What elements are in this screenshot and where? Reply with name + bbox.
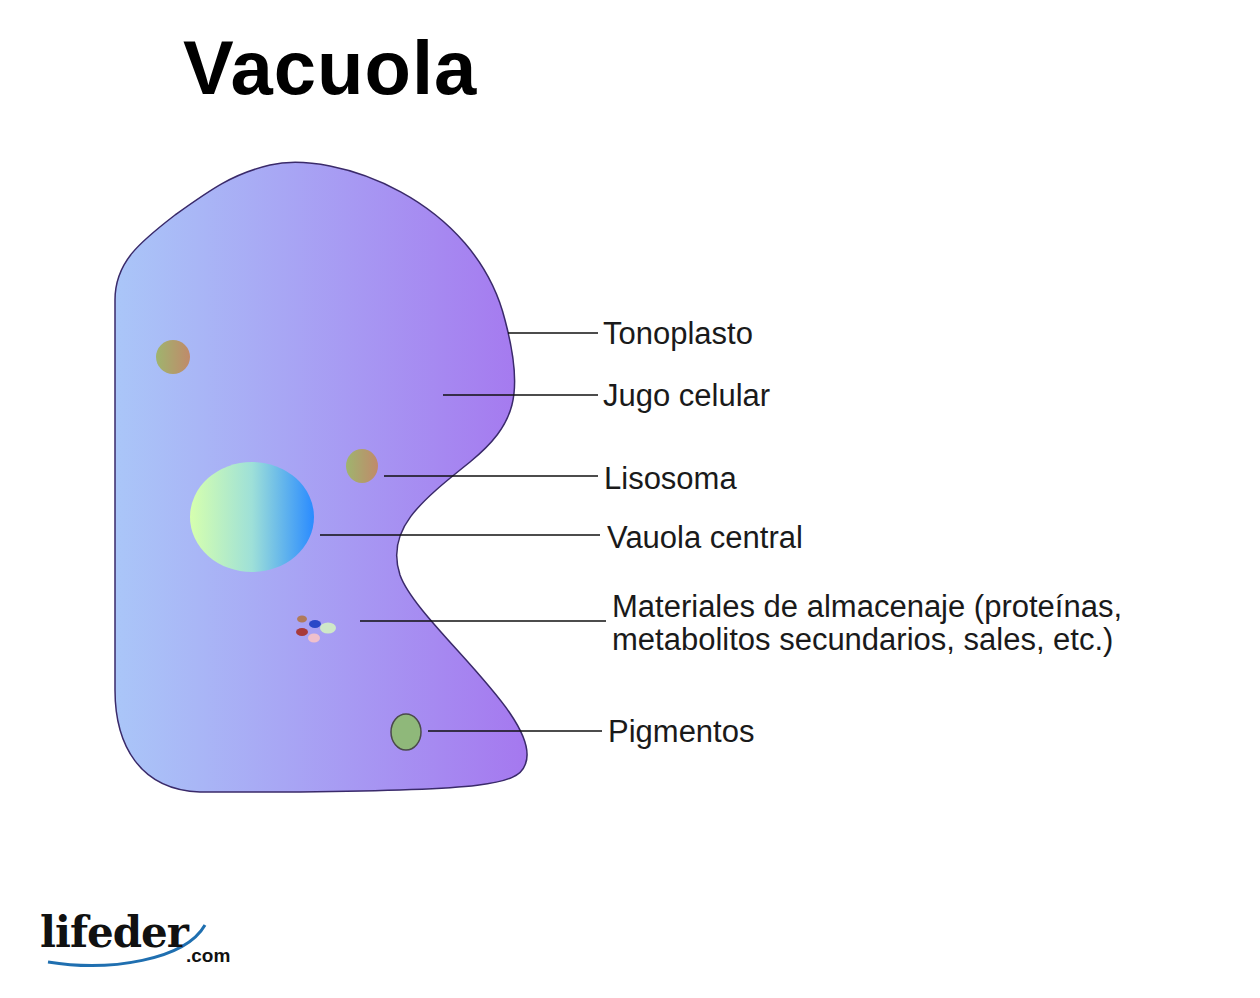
title: Vacuola bbox=[183, 28, 477, 108]
watermark: .com bbox=[186, 946, 230, 966]
watermark: lifeder bbox=[40, 910, 188, 956]
part-label: Vauola central bbox=[607, 521, 803, 554]
part-label: Materiales de almacenaje (proteínas, met… bbox=[612, 590, 1212, 656]
part-label: Jugo celular bbox=[603, 379, 770, 412]
leader-lines bbox=[320, 333, 606, 731]
tonoplast-outline bbox=[115, 162, 527, 792]
pigment bbox=[391, 714, 421, 750]
storage-granules bbox=[296, 616, 336, 643]
lysosome bbox=[346, 449, 378, 483]
central-vacuole bbox=[190, 462, 314, 572]
part-label: Tonoplasto bbox=[603, 317, 753, 350]
lysosome bbox=[156, 340, 190, 374]
part-label: Pigmentos bbox=[608, 715, 754, 748]
part-label: Lisosoma bbox=[604, 462, 737, 495]
